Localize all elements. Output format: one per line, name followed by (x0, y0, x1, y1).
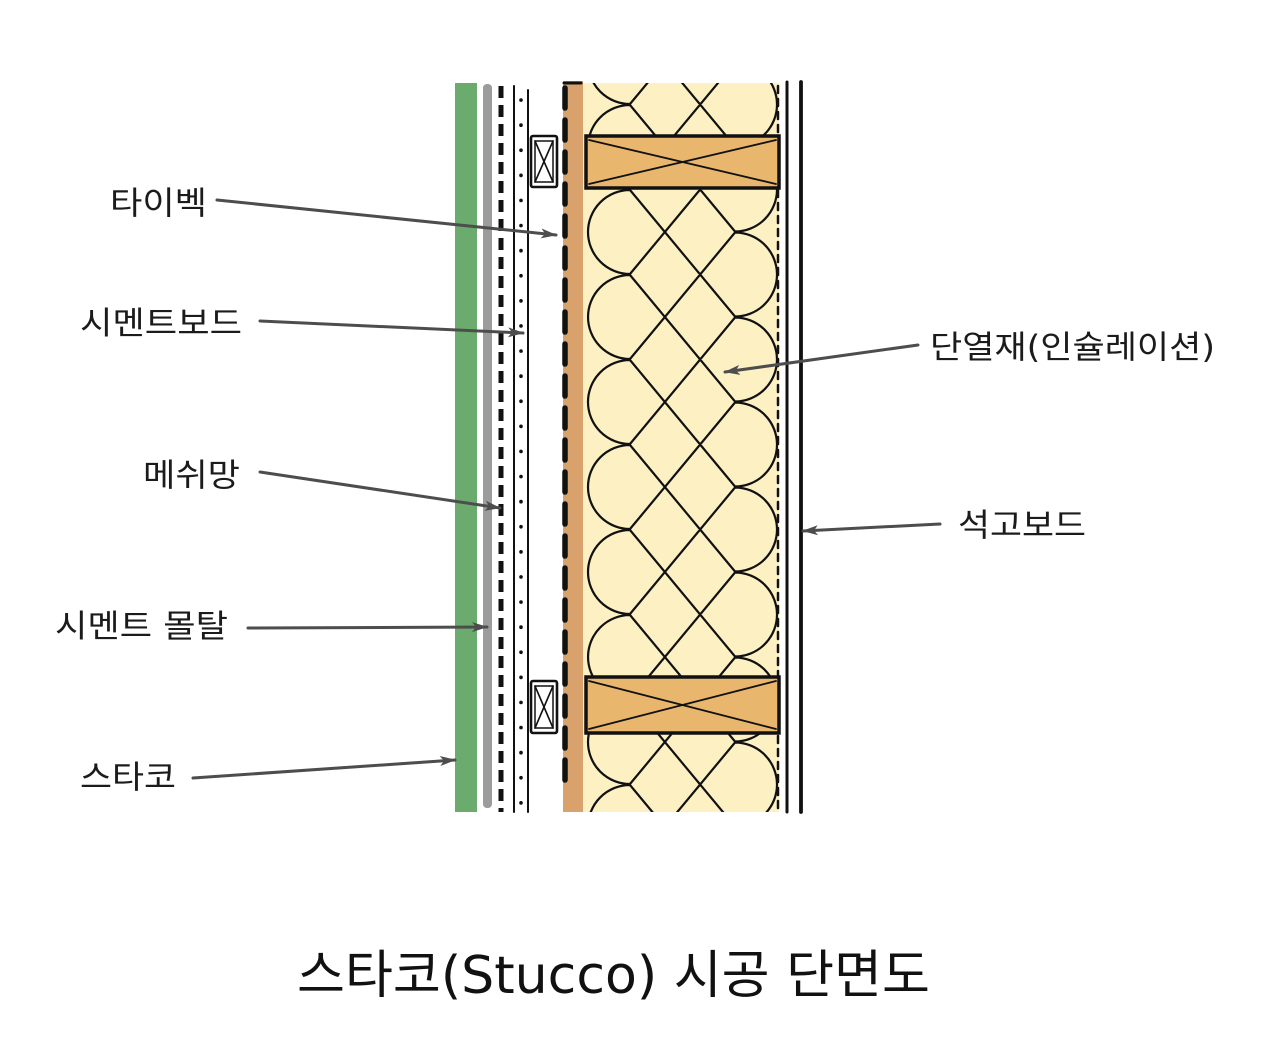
wood-blocking-top-cross-b (588, 139, 777, 185)
arrow-stucco (191, 756, 457, 780)
stucco-layer (455, 83, 477, 812)
label-cement-mortar: 시멘트 몰탈 (55, 607, 228, 645)
furring-strip-top (529, 134, 559, 189)
arrow-cement-mortar (246, 622, 489, 633)
label-cement-board: 시멘트보드 (80, 304, 242, 342)
insulation-batt-pattern (586, 83, 779, 812)
layer-labels: 타이벡 시멘트보드 메쉬망 시멘트 몰탈 스타코 단열재(인슐레이션) 석고보드 (55, 184, 1215, 796)
arrow-gypsum-board (801, 522, 942, 536)
cement-board (513, 85, 529, 813)
label-mesh: 메쉬망 (143, 456, 240, 494)
arrow-cement-board (258, 319, 525, 338)
sheathing-board (563, 81, 583, 812)
label-gypsum-board: 석고보드 (958, 506, 1086, 544)
leader-arrows (191, 198, 942, 780)
gypsum-board (785, 80, 803, 814)
furring-strip-top-cross-b (534, 140, 554, 183)
furring-strip-bottom (529, 679, 559, 735)
label-tyvek: 타이벡 (110, 184, 207, 222)
arrow-mesh (258, 470, 502, 511)
furring-strip-bottom-cross-b (534, 685, 554, 729)
arrow-insulation (723, 343, 920, 375)
wood-blocking-bottom-cross-b (588, 680, 777, 730)
diagram-title: 스타코(Stucco) 시공 단면도 (297, 946, 930, 1006)
furring-strip-top-inner (534, 140, 554, 183)
arrow-tyvek (215, 198, 558, 239)
label-stucco: 스타코 (80, 758, 176, 796)
wood-blocking-top (584, 134, 781, 190)
label-insulation: 단열재(인슐레이션) (930, 328, 1215, 366)
wood-blocking-bottom (584, 675, 781, 735)
furring-strip-bottom-inner (534, 685, 554, 729)
cement-mortar-layer (483, 84, 492, 808)
